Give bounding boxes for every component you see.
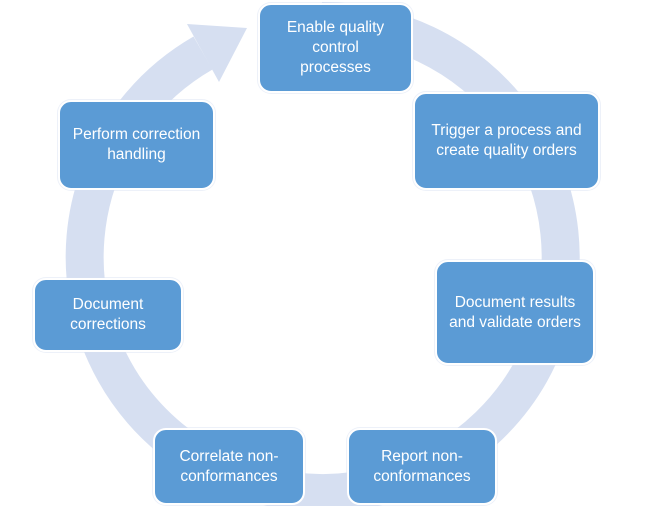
step-document-results-validate-orders: Document results and validate orders bbox=[435, 260, 595, 365]
step-perform-correction-handling: Perform correction handling bbox=[58, 100, 215, 190]
step-correlate-non-conformances: Correlate non- conformances bbox=[153, 428, 305, 505]
cycle-arrowhead-icon bbox=[187, 24, 247, 82]
step-report-non-conformances: Report non- conformances bbox=[347, 428, 497, 505]
step-trigger-process-create-quality-orders: Trigger a process and create quality ord… bbox=[413, 92, 600, 190]
step-enable-quality-control-processes: Enable quality control processes bbox=[258, 3, 413, 93]
step-document-corrections: Document corrections bbox=[33, 278, 183, 352]
